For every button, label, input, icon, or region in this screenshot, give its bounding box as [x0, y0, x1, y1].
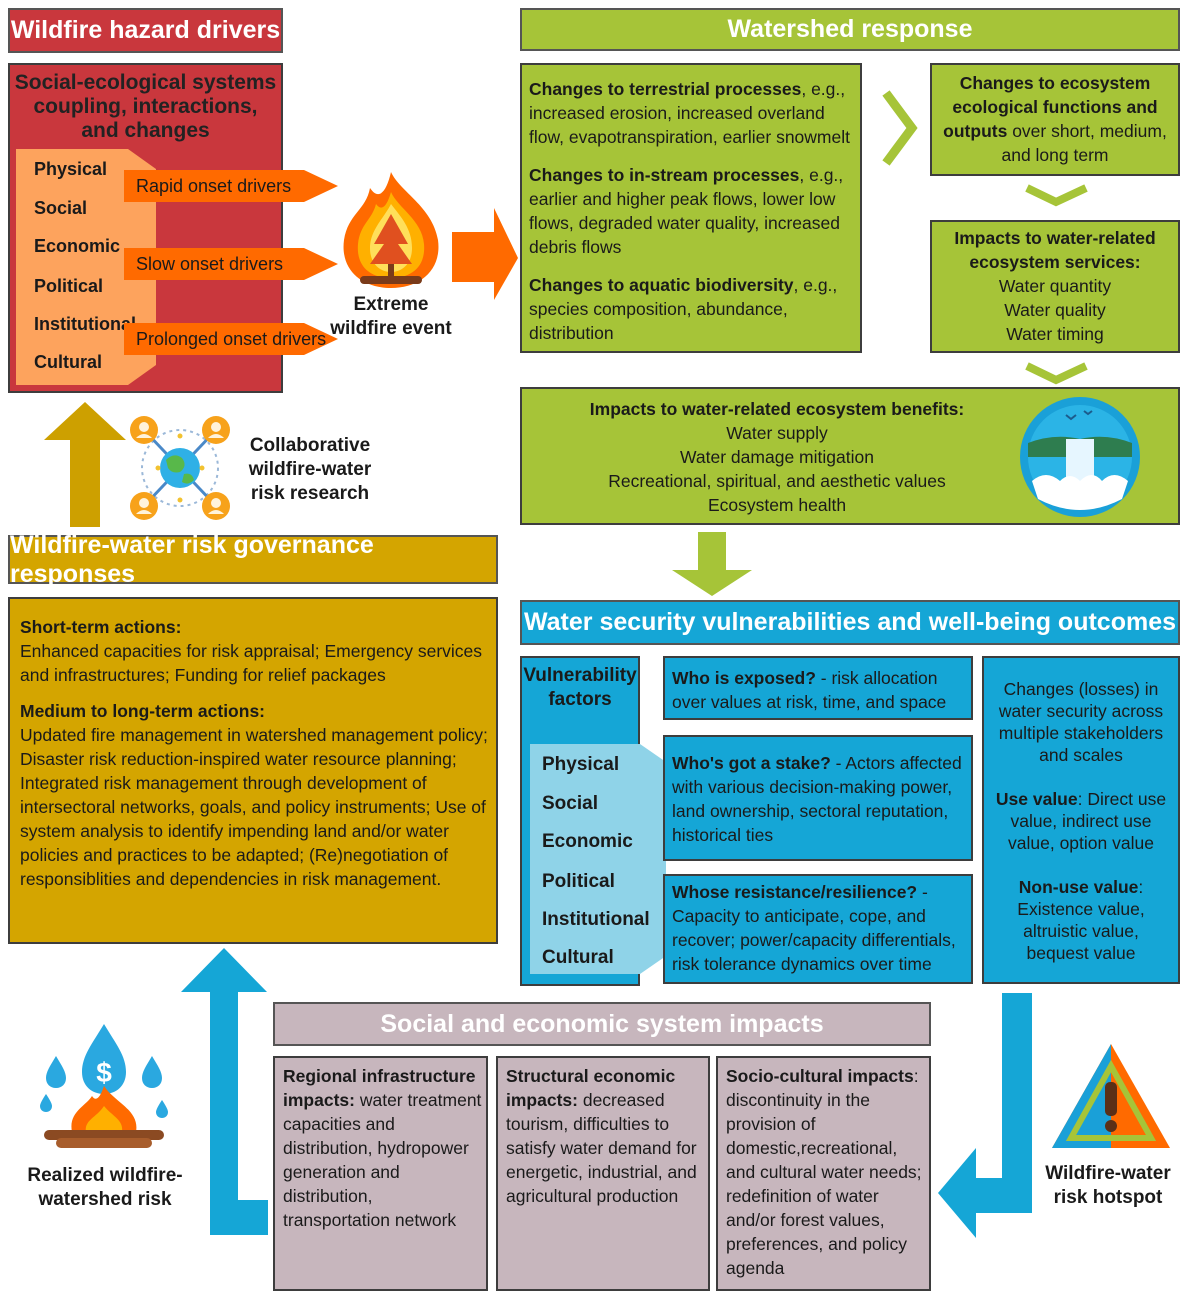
driver-rapid: Rapid onset drivers: [136, 176, 292, 196]
process-instream: Changes to in-stream processes, e.g., ea…: [529, 165, 844, 257]
ses-title: Social-ecological systems coupling, inte…: [14, 71, 277, 142]
realized-label: Realized wildfire-watershed risk: [27, 1165, 183, 1210]
service-item: Water timing: [1006, 324, 1104, 344]
warning-triangle-icon: [1052, 1044, 1170, 1148]
question-resilience: Whose resistance/resilience? - Capacity …: [663, 874, 973, 984]
impact-infrastructure: Regional infrastructure impacts: water t…: [273, 1056, 488, 1291]
hotspot-label: Wildfire-water risk hotspot: [1045, 1163, 1171, 1208]
svg-text:$: $: [96, 1057, 112, 1088]
arrow-fire-to-watershed: [452, 208, 518, 300]
wildfire-tree-icon: [343, 172, 439, 288]
vf-item: Institutional: [542, 909, 650, 930]
water-money-fire-icon: $: [40, 1024, 168, 1148]
vf-item: Physical: [542, 754, 620, 775]
short-term-text: Enhanced capacities for risk appraisal; …: [20, 641, 483, 685]
ses-panel: Social-ecological systems coupling, inte…: [8, 63, 283, 393]
dimension-item: Political: [34, 276, 104, 296]
chevron-right-icon: [882, 90, 918, 166]
benefits-box: Impacts to water-related ecosystem benef…: [520, 387, 1180, 525]
arrow-security-to-impacts: [938, 993, 1032, 1238]
arrow-benefits-to-security: [672, 532, 752, 596]
chevron-down-icon: [1025, 362, 1088, 385]
process-biodiversity: Changes to aquatic biodiversity, e.g., s…: [529, 275, 838, 343]
vf-item: Economic: [542, 831, 633, 852]
hazard-header: Wildfire hazard drivers: [8, 8, 283, 53]
dimension-item: Physical: [34, 159, 108, 179]
impact-sociocultural: Socio-cultural impacts: discontinuity in…: [716, 1056, 931, 1291]
dimension-item: Cultural: [34, 352, 103, 372]
ecosystem-functions-box: Changes to ecosystem ecological function…: [930, 63, 1180, 176]
driver-prolonged: Prolonged onset drivers: [136, 329, 327, 349]
chevron-down-icon: [1025, 184, 1088, 207]
dimensions-list: Physical Social Economic Political Insti…: [16, 149, 156, 385]
medium-term-title: Medium to long-term actions:: [20, 701, 265, 721]
vulnerability-factors-panel: Vulnerability factors Physical Social Ec…: [520, 656, 666, 986]
governance-actions-box: Short-term actions: Enhanced capacities …: [8, 597, 498, 944]
vf-item: Social: [542, 793, 598, 814]
question-exposed: Who is exposed? - risk allocation over v…: [663, 656, 973, 720]
service-item: Water quality: [1004, 300, 1106, 320]
process-terrestrial: Changes to terrestrial processes, e.g., …: [529, 79, 850, 147]
governance-header: Wildfire-water risk governance responses: [8, 531, 498, 588]
dimension-item: Social: [34, 198, 88, 218]
event-label: Extreme wildfire event: [330, 294, 452, 339]
vf-list: Physical Social Economic Political Insti…: [522, 744, 662, 974]
vf-item: Cultural: [542, 947, 614, 968]
processes-box: Changes to terrestrial processes, e.g., …: [520, 63, 862, 353]
services-box: Impacts to water-related ecosystem servi…: [930, 220, 1180, 353]
use-value: Use value: Direct use value, indirect us…: [995, 789, 1167, 853]
benefit-item: Ecosystem health: [707, 495, 847, 515]
short-term-title: Short-term actions:: [20, 617, 182, 637]
vf-title: Vulnerability factors: [523, 665, 637, 710]
vf-item: Political: [542, 871, 615, 892]
waterfall-icon: [1020, 397, 1140, 517]
watershed-header: Watershed response: [520, 8, 1180, 51]
vf-chevron: [530, 744, 666, 974]
collab-label: Collaborative wildfire-water risk resear…: [248, 435, 372, 504]
arrow-governance-up: [44, 402, 126, 527]
security-header: Water security vulnerabilities and well-…: [520, 600, 1180, 645]
arrow-impacts-to-governance: [181, 948, 268, 1235]
benefits-text: Impacts to water-related ecosystem benef…: [522, 397, 1032, 517]
nonuse-value: Non-use value: Existence value, altruist…: [1017, 877, 1145, 963]
impacts-header: Social and economic system impacts: [273, 1002, 931, 1046]
benefit-item: Recreational, spiritual, and aesthetic v…: [608, 471, 946, 491]
question-stake: Who's got a stake? - Actors affected wit…: [663, 735, 973, 861]
dimensions-chevron: [16, 149, 156, 385]
medium-term-text: Updated fire management in watershed man…: [20, 725, 488, 889]
benefit-item: Water supply: [726, 423, 828, 443]
benefit-item: Water damage mitigation: [680, 447, 874, 467]
dimension-item: Institutional: [34, 314, 136, 334]
dimension-item: Economic: [34, 236, 121, 256]
impact-economic: Structural economic impacts: decreased t…: [496, 1056, 710, 1291]
driver-arrows: [124, 170, 338, 355]
changes-text: Changes (losses) in water security acros…: [998, 679, 1164, 765]
service-item: Water quantity: [998, 276, 1112, 296]
driver-slow: Slow onset drivers: [136, 254, 284, 274]
network-globe-icon: [130, 416, 230, 520]
value-changes-box: Changes (losses) in water security acros…: [982, 656, 1180, 984]
